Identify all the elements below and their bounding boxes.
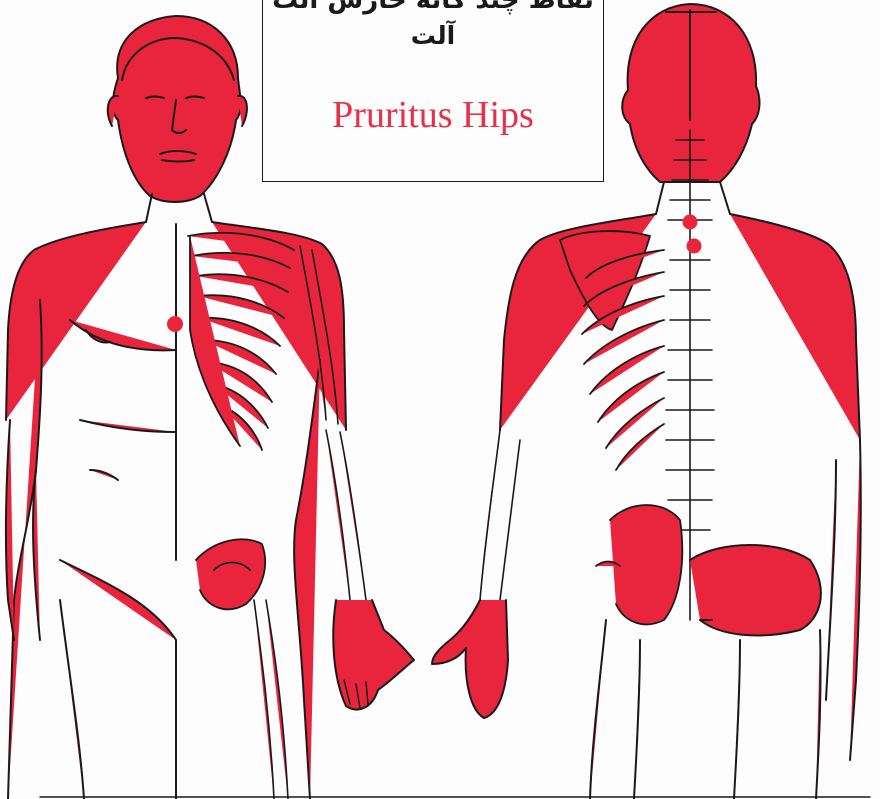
front-eye-right — [186, 97, 204, 99]
acupoint-front-chest — [167, 316, 183, 332]
back-neck — [656, 182, 730, 214]
caption-persian-line-2: آلت — [263, 21, 603, 50]
back-left-arm — [480, 430, 520, 600]
back-shoulders — [500, 214, 860, 440]
front-right-hand — [333, 600, 414, 709]
front-torso — [8, 300, 320, 799]
back-right-arm — [826, 440, 861, 760]
front-pelvis — [196, 539, 265, 609]
caption-box: نقاط چند گانه خارش آلت آلت Pruritus Hips — [262, 0, 604, 182]
front-abdomen — [60, 420, 176, 640]
front-legs — [60, 600, 176, 799]
back-left-hand — [432, 600, 508, 718]
back-buttocks — [690, 545, 821, 635]
acupoint-back-neck-lower — [687, 239, 702, 254]
caption-english-title: Pruritus Hips — [263, 93, 603, 137]
front-eye-left — [146, 97, 164, 99]
acupoint-back-neck-upper — [683, 215, 698, 230]
front-pectoral — [70, 320, 176, 350]
back-legs — [590, 620, 821, 799]
front-femur — [254, 600, 288, 799]
back-pelvis — [596, 505, 682, 624]
caption-persian-line-1: نقاط چند گانه خارش آلت — [263, 0, 603, 15]
